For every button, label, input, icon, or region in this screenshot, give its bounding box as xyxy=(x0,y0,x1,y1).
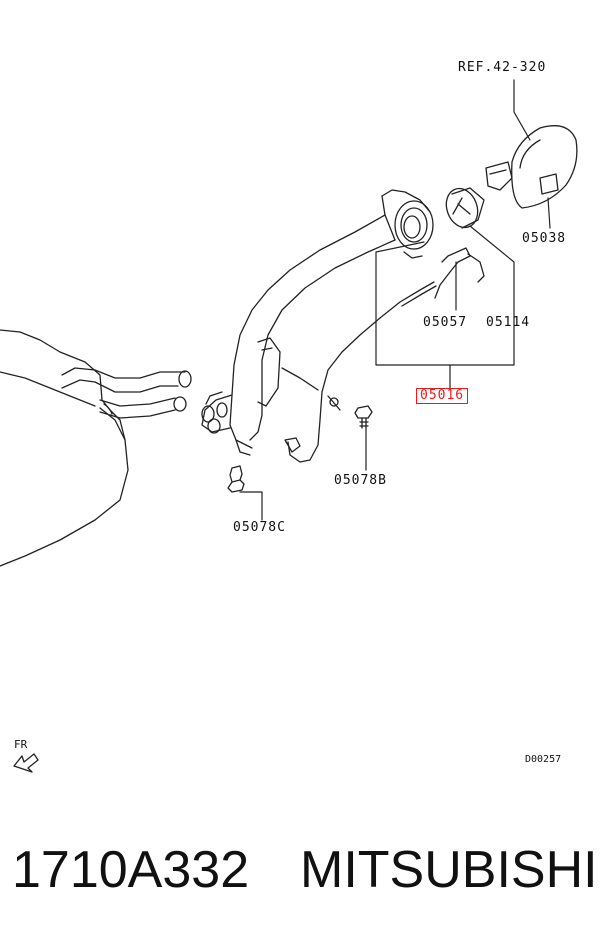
label-05038: 05038 xyxy=(522,231,567,246)
label-05057: 05057 xyxy=(423,315,468,330)
leader-lines xyxy=(239,79,551,521)
fr-arrow-icon xyxy=(13,753,39,773)
bolt-05078b xyxy=(354,405,373,429)
fuel-tank xyxy=(0,329,192,567)
part-number: 1710A332 xyxy=(12,841,250,899)
bolt-05078c xyxy=(227,465,245,493)
label-05016: 05016 xyxy=(416,388,469,404)
diagram-code: D00257 xyxy=(525,754,562,765)
label-ref-42-320: REF.42-320 xyxy=(458,60,547,75)
fuel-cap xyxy=(445,187,485,229)
label-05078b: 05078B xyxy=(334,473,387,488)
cap-tether xyxy=(434,247,485,299)
brand-name: MITSUBISHI xyxy=(300,841,598,899)
drain-hose xyxy=(281,281,437,463)
label-05078c: 05078C xyxy=(233,520,286,535)
label-05114: 05114 xyxy=(486,315,531,330)
filler-neck-ring xyxy=(381,189,434,259)
label-fr: FR xyxy=(14,738,28,751)
filler-neck-pipe xyxy=(201,214,396,456)
fuel-lid-door xyxy=(485,125,578,209)
